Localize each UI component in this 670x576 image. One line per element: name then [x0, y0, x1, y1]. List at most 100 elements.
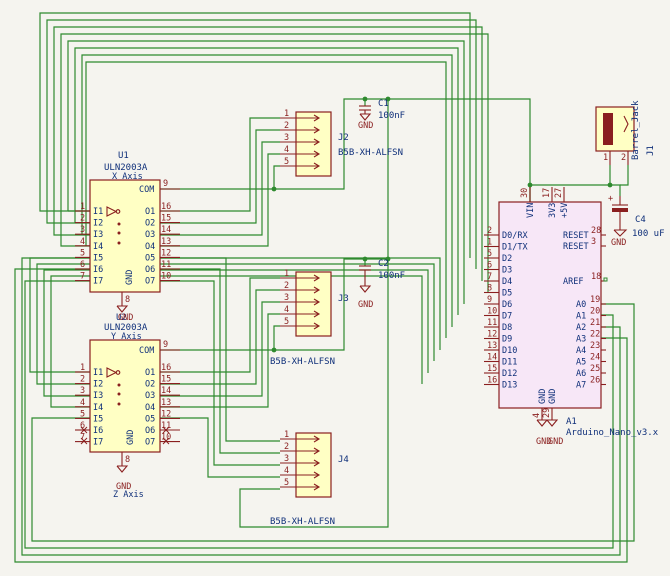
pin-name: O7: [145, 277, 155, 287]
pin-name: O3: [145, 391, 155, 401]
wire-vbus-j4: [239, 99, 389, 528]
pin-number: 12: [161, 248, 171, 258]
pin-name: D10: [502, 346, 517, 356]
capacitor-c4[interactable]: + C4 100 uF: [608, 194, 665, 239]
pin-number: 8: [487, 284, 492, 294]
u1-gnd-name: GND: [125, 270, 135, 285]
pin-number: 22: [590, 330, 600, 340]
pin-name: A0: [576, 300, 586, 310]
pin-name: I6: [93, 426, 103, 436]
pin-number: 4: [532, 413, 542, 418]
c4-value: 100 uF: [632, 229, 665, 239]
pin-number: 14: [487, 353, 497, 363]
c2-ref: C2: [378, 259, 389, 269]
capacitor-c1[interactable]: C1 100nF: [359, 99, 405, 121]
pin-name: A1: [576, 312, 586, 322]
gnd-icon: GND: [116, 465, 131, 492]
pin-number: 14: [161, 386, 171, 396]
pin-name: I3: [93, 230, 103, 240]
pin-number: 5: [80, 248, 85, 258]
pin-name: A6: [576, 369, 586, 379]
pin-number: 3: [284, 454, 289, 464]
pin-number: 11: [161, 260, 171, 270]
pin-name: I5: [93, 253, 103, 263]
pin-number: 7: [487, 272, 492, 282]
pin-name: GND: [548, 389, 558, 404]
wire-d5: [60, 33, 489, 292]
pin-number: 2: [80, 375, 85, 385]
c4-ref: C4: [635, 215, 646, 225]
pin-name: D11: [502, 358, 517, 368]
gnd-icon: GND: [358, 113, 373, 131]
pin-number: 23: [590, 341, 600, 351]
svg-text:GND: GND: [116, 482, 131, 492]
pin-name: I7: [93, 438, 103, 448]
capacitor-c2[interactable]: C2 100nF: [359, 259, 405, 286]
pin-number: 19: [590, 295, 600, 305]
pin-name: RESET: [563, 231, 589, 241]
pin-name: D1/TX: [502, 243, 528, 253]
u1-axis-label: X Axis: [112, 172, 143, 182]
pin-name: I7: [93, 277, 103, 287]
pin-name: A7: [576, 381, 586, 391]
pin-number: 14: [161, 225, 171, 235]
u1-gnd-num: 8: [125, 295, 130, 305]
pin-number: 15: [161, 375, 171, 385]
pin-number: 2: [284, 442, 289, 452]
pin-number: 27: [554, 188, 564, 198]
pin-name: O2: [145, 380, 155, 390]
wire-u2-o1: [160, 277, 280, 373]
pin-name: +5V: [560, 203, 570, 218]
wire-u1-i7: [24, 280, 614, 549]
svg-text:GND: GND: [548, 437, 563, 447]
wire-u2-o4: [160, 313, 280, 408]
pin-name: O5: [145, 253, 155, 263]
pin-name: VIN: [526, 203, 536, 218]
pin-number: 13: [487, 341, 497, 351]
pin-number: 18: [591, 272, 601, 282]
pin-name: I2: [93, 219, 103, 229]
pin-name: O5: [145, 414, 155, 424]
pin-number: 1: [80, 363, 85, 373]
u2-gnd-name: GND: [126, 430, 136, 445]
pin-number: 1: [487, 238, 492, 248]
u2-axis-label: Y Axis: [111, 332, 142, 342]
pin-number: 2: [487, 226, 492, 236]
u1-com-name: COM: [139, 185, 154, 195]
pin-name: O7: [145, 438, 155, 448]
pin-number: 5: [284, 317, 289, 327]
wire-d11: [36, 263, 435, 385]
c1-ref: C1: [378, 99, 389, 109]
pin-number: 12: [161, 409, 171, 419]
pin-number: 30: [520, 188, 530, 198]
pin-name: O4: [145, 403, 155, 413]
pin-number: 2: [80, 214, 85, 224]
connector-ref: J3: [338, 294, 349, 304]
pin-number: 2: [284, 121, 289, 131]
pin-number: 29: [542, 408, 552, 418]
pin-number: 2: [284, 281, 289, 291]
pin-number: 1: [80, 202, 85, 212]
pin-number: 16: [487, 376, 497, 386]
svg-text:GND: GND: [118, 313, 133, 323]
wire-u1-o7: [160, 280, 280, 466]
barrel-jack-j1[interactable]: 1 2 Barrel_Jack J1: [595, 100, 656, 165]
u1-value: ULN2003A: [104, 163, 148, 173]
a1-ref: A1: [566, 417, 577, 427]
pin-name: A5: [576, 358, 586, 368]
c1-value: 100nF: [378, 111, 405, 121]
wire-u2-com: [160, 325, 280, 351]
wire-d6: [67, 40, 465, 304]
svg-text:GND: GND: [358, 300, 373, 310]
wire-u1-i6: [14, 268, 628, 563]
pin-number: 3: [80, 225, 85, 235]
